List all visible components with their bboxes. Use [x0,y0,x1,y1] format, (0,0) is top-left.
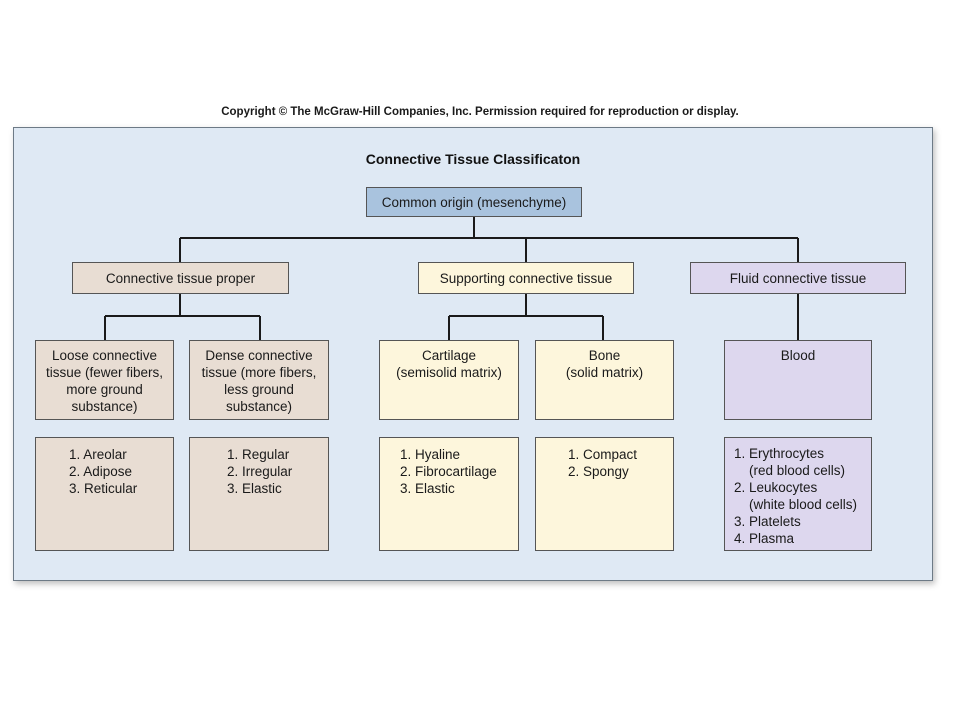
list-loose-box: 1. Areolar 2. Adipose 3. Reticular [35,437,174,551]
list-item: 1. Areolar [69,447,127,462]
list-item: (red blood cells) [734,463,846,478]
subtype-loose-line: more ground [66,382,143,397]
subtype-cartilage-box: Cartilage (semisolid matrix) [379,340,519,420]
subtype-loose-line: Loose connective [51,348,158,363]
category-supporting-label: Supporting connective tissue [439,270,613,286]
list-cartilage-box: 1. Hyaline 2. Fibrocartilage 3. Elastic [379,437,519,551]
category-fluid-label: Fluid connective tissue [729,270,867,286]
subtype-bone-line: Bone [588,348,621,363]
subtype-cartilage-line: Cartilage [421,348,477,363]
subtype-blood-box: Blood [724,340,872,420]
subtype-loose-line: substance) [71,399,138,414]
category-proper-box: Connective tissue proper [72,262,289,294]
category-fluid-box: Fluid connective tissue [690,262,906,294]
list-item: 4. Plasma [734,531,795,546]
subtype-cartilage-line: (semisolid matrix) [396,365,502,380]
list-item: 2. Spongy [568,464,629,479]
subtype-loose-line: tissue (fewer fibers, [45,365,164,380]
copyright-notice: Copyright © The McGraw-Hill Companies, I… [221,106,739,118]
list-item: 3. Reticular [69,481,138,496]
subtype-bone-box: Bone (solid matrix) [535,340,674,420]
list-item: (white blood cells) [734,497,858,512]
root-label: Common origin (mesenchyme) [381,194,567,210]
list-item: 2. Adipose [69,464,133,479]
list-blood-box: 1. Erythrocytes (red blood cells) 2. Leu… [724,437,872,551]
list-bone-box: 1. Compact 2. Spongy [535,437,674,551]
subtype-dense-box: Dense connective tissue (more fibers, le… [189,340,329,420]
subtype-dense-line: substance) [225,399,293,414]
list-dense-box: 1. Regular 2. Irregular 3. Elastic [189,437,329,551]
subtype-dense-line: Dense connective [205,348,313,363]
list-item: 1. Erythrocytes [734,446,825,461]
list-item: 2. Irregular [227,464,293,479]
root-box: Common origin (mesenchyme) [366,187,582,217]
subtype-dense-line: tissue (more fibers, [201,365,317,380]
list-item: 1. Hyaline [400,447,461,462]
subtype-bone-line: (solid matrix) [565,365,644,380]
subtype-dense-line: less ground [224,382,294,397]
list-item: 2. Leukocytes [734,480,818,495]
list-item: 3. Elastic [227,481,282,496]
category-proper-label: Connective tissue proper [105,270,256,286]
list-item: 1. Regular [227,447,290,462]
list-item: 1. Compact [568,447,638,462]
diagram-title: Connective Tissue Classificaton [365,151,581,167]
list-item: 3. Elastic [400,481,455,496]
subtype-blood-line: Blood [780,348,816,363]
category-supporting-box: Supporting connective tissue [418,262,634,294]
list-item: 2. Fibrocartilage [400,464,497,479]
subtype-loose-box: Loose connective tissue (fewer fibers, m… [35,340,174,420]
list-item: 3. Platelets [734,514,801,529]
